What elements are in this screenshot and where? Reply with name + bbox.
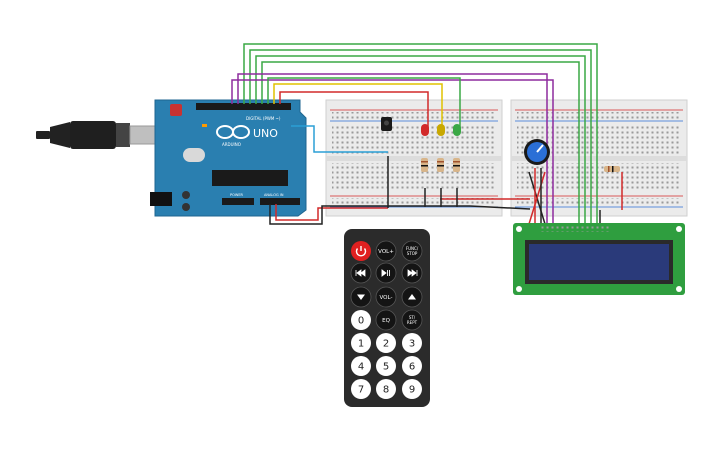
wire-red (275, 204, 388, 221)
fast-forward-icon (407, 269, 418, 277)
remote-button-label: 1 (358, 339, 364, 350)
capacitor-icon (182, 203, 190, 211)
remote-button-digit[interactable]: 9 (402, 379, 422, 399)
play-pause-icon (381, 269, 390, 277)
remote-button-digit[interactable]: 3 (402, 333, 422, 353)
remote-button-text[interactable]: VOL+ (375, 240, 397, 262)
remote-button-label: VOL+ (378, 249, 394, 255)
wire-red (279, 91, 429, 128)
remote-button-digit[interactable]: 7 (351, 379, 371, 399)
resistor[interactable] (453, 158, 460, 172)
remote-button-label: 5 (383, 362, 389, 373)
led-green[interactable] (453, 124, 461, 136)
power-icon (355, 246, 367, 257)
analog-label: ANALOG IN (264, 193, 284, 197)
remote-button-label: 8 (383, 385, 389, 396)
remote-button-digit[interactable]: 2 (376, 333, 396, 353)
remote-button-digit[interactable]: 4 (351, 356, 371, 376)
wire-green (249, 49, 592, 226)
remote-button-label: 7 (358, 385, 364, 396)
remote-button-digit[interactable]: 6 (402, 356, 422, 376)
potentiometer[interactable] (524, 139, 550, 165)
arduino-logo-icon (216, 125, 250, 139)
resistor[interactable] (604, 166, 620, 172)
remote-button-down[interactable] (350, 286, 372, 308)
remote-button-label: ST/REPT (407, 315, 418, 325)
reset-button[interactable] (170, 104, 182, 116)
lcd-display[interactable] (513, 223, 685, 295)
ir-remote[interactable]: VOL+ FUNC/STOP VOL- 0 EQ ST/REPT 1 2 3 4 5 6 7 8 9 (344, 229, 430, 407)
wire-green (267, 77, 461, 128)
remote-button-digit[interactable]: 5 (376, 356, 396, 376)
ir-receiver[interactable] (381, 117, 392, 131)
remote-button-text[interactable]: ST/REPT (401, 309, 423, 331)
arduino-uno-board[interactable]: UNO ARDUINO DIGITAL (PWM ~) POWER ANALOG… (150, 99, 307, 217)
uno-logo-text: UNO (253, 127, 278, 140)
arduino-brand-text: ARDUINO (222, 142, 241, 147)
capacitor-icon (182, 191, 190, 199)
wire-yellow (273, 83, 443, 128)
remote-button-up[interactable] (401, 286, 423, 308)
wire-green (261, 61, 580, 226)
remote-button-label: 4 (358, 362, 364, 373)
analog-header[interactable] (260, 198, 300, 205)
led-red[interactable] (421, 124, 429, 136)
remote-button-label: 6 (409, 362, 415, 373)
crystal (183, 148, 205, 162)
remote-button-play-pause[interactable] (375, 262, 397, 284)
remote-button-label: FUNC/STOP (406, 246, 419, 256)
remote-button-label: 0 (358, 316, 364, 327)
remote-button-label: VOL- (380, 295, 393, 301)
atmega-chip (212, 170, 288, 186)
power-header[interactable] (222, 198, 254, 205)
remote-button-text[interactable]: EQ (375, 309, 397, 331)
remote-button-label: 3 (409, 339, 415, 350)
wire-black (269, 204, 470, 225)
wire-blue (291, 125, 388, 153)
remote-button-text[interactable]: VOL- (375, 286, 397, 308)
digital-label: DIGITAL (PWM ~) (246, 116, 281, 121)
led-yellow[interactable] (437, 124, 445, 136)
remote-button-digit[interactable]: 8 (376, 379, 396, 399)
remote-button-power[interactable] (351, 241, 371, 261)
remote-button-digit[interactable]: 1 (351, 333, 371, 353)
remote-button-label: 2 (383, 339, 389, 350)
breadboard-left[interactable] (325, 99, 503, 217)
remote-button-digit[interactable]: 0 (351, 310, 371, 330)
rewind-icon (355, 269, 366, 277)
chevron-up-icon (408, 294, 416, 300)
remote-button-text[interactable]: FUNC/STOP (401, 240, 423, 262)
digital-header[interactable] (196, 103, 291, 110)
resistor[interactable] (437, 158, 444, 172)
remote-button-rewind[interactable] (350, 262, 372, 284)
dc-jack[interactable] (150, 192, 172, 206)
power-label: POWER (230, 193, 244, 197)
usb-cable[interactable] (36, 121, 171, 149)
remote-button-label: 9 (409, 385, 415, 396)
wire-black (469, 205, 531, 210)
chevron-down-icon (357, 294, 365, 300)
remote-button-fast-forward[interactable] (401, 262, 423, 284)
resistor[interactable] (421, 158, 428, 172)
wire-red (528, 171, 546, 225)
led-l-indicator (202, 124, 207, 127)
remote-button-label: EQ (382, 318, 390, 324)
wire-purple (231, 79, 554, 226)
